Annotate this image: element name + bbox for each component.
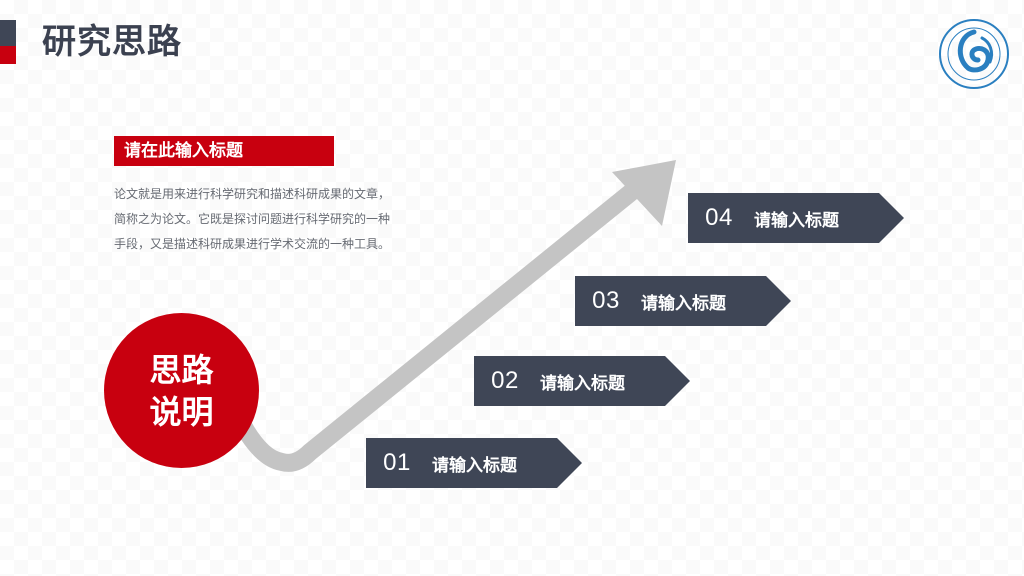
title-accent-red	[0, 46, 16, 64]
page-title: 研究思路	[42, 22, 182, 62]
step-number: 03	[592, 287, 620, 314]
step-number: 02	[491, 367, 519, 394]
step-label: 请输入标题	[432, 455, 517, 476]
step-number: 04	[705, 204, 733, 231]
step-04[interactable]: 04 请输入标题	[688, 193, 904, 243]
university-emblem-icon	[939, 19, 1009, 89]
step-label: 请输入标题	[754, 210, 839, 231]
section-subtitle: 请在此输入标题	[114, 136, 334, 166]
step-03[interactable]: 03 请输入标题	[575, 276, 791, 326]
step-02[interactable]: 02 请输入标题	[474, 356, 690, 406]
idea-circle: 思路 说明	[104, 313, 259, 468]
title-accent-dark	[0, 20, 16, 46]
step-number: 01	[383, 449, 411, 476]
step-label: 请输入标题	[540, 373, 625, 394]
intro-line: 论文就是用来进行科学研究和描述科研成果的文章，	[114, 187, 391, 201]
circle-text-line2: 说明	[149, 392, 214, 431]
intro-line: 简称之为论文。它既是探讨问题进行科学研究的一种	[114, 212, 391, 226]
intro-line: 手段，又是描述科研成果进行学术交流的一种工具。	[114, 237, 391, 251]
step-label: 请输入标题	[641, 293, 726, 314]
circle-text-line1: 思路	[149, 350, 214, 389]
step-01[interactable]: 01 请输入标题	[366, 438, 582, 488]
intro-paragraph: 论文就是用来进行科学研究和描述科研成果的文章， 简称之为论文。它既是探讨问题进行…	[114, 182, 414, 257]
